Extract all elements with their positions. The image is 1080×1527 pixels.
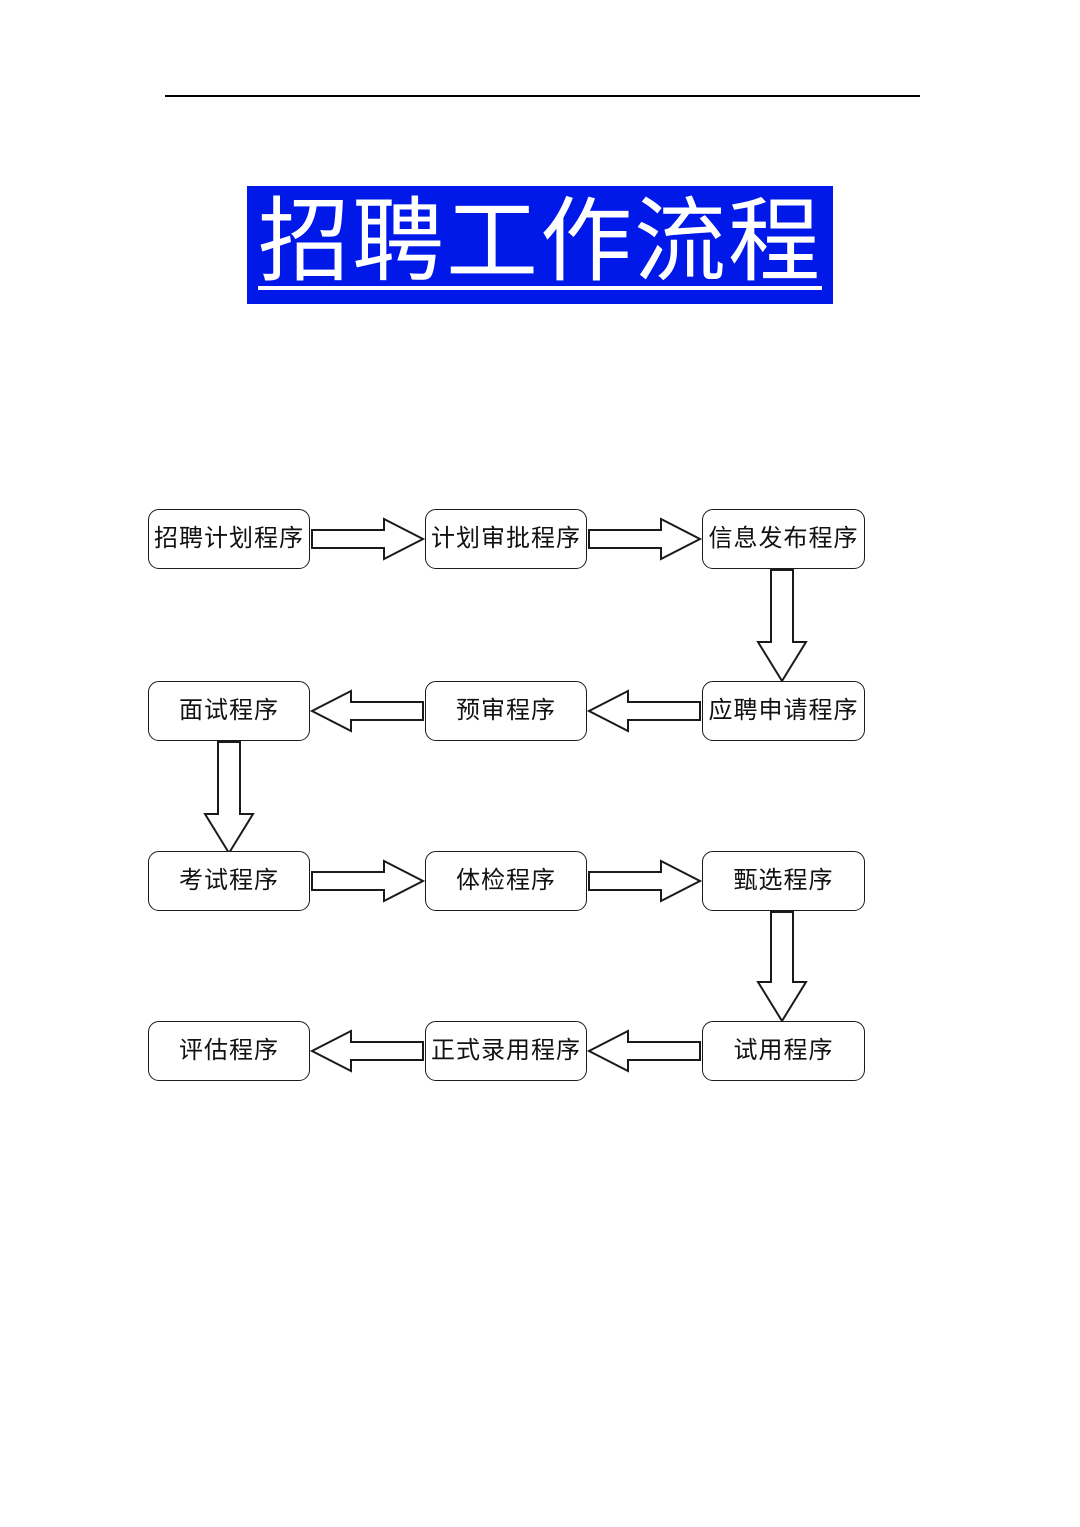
flow-node-selection[interactable]: 甄选程序	[702, 851, 865, 911]
arrow-down-interview-to-exam	[203, 741, 255, 855]
arrow-right-medical-to-selection	[588, 859, 703, 903]
page-title-text: 招聘工作流程	[246, 186, 833, 304]
arrow-left-hiring-to-evaluation	[309, 1029, 424, 1073]
flow-node-formal-hiring[interactable]: 正式录用程序	[425, 1021, 587, 1081]
flow-node-interview[interactable]: 面试程序	[148, 681, 310, 741]
flow-node-medical-check[interactable]: 体检程序	[425, 851, 587, 911]
flow-node-plan-approval[interactable]: 计划审批程序	[425, 509, 587, 569]
arrow-right-approval-to-publish	[588, 517, 703, 561]
arrow-left-application-to-prescreen	[586, 689, 701, 733]
flow-node-prescreen[interactable]: 预审程序	[425, 681, 587, 741]
flow-node-info-publish[interactable]: 信息发布程序	[702, 509, 865, 569]
arrow-down-selection-to-probation	[756, 911, 808, 1023]
page-title: 招聘工作流程	[0, 186, 1080, 304]
header-rule	[165, 95, 920, 97]
title-underline	[257, 286, 822, 290]
arrow-down-publish-to-application	[756, 569, 808, 683]
flow-node-exam[interactable]: 考试程序	[148, 851, 310, 911]
arrow-right-exam-to-medical	[311, 859, 426, 903]
flow-node-recruitment-plan[interactable]: 招聘计划程序	[148, 509, 310, 569]
arrow-left-prescreen-to-interview	[309, 689, 424, 733]
flow-node-evaluation[interactable]: 评估程序	[148, 1021, 310, 1081]
flow-node-job-application[interactable]: 应聘申请程序	[702, 681, 865, 741]
flow-node-probation[interactable]: 试用程序	[702, 1021, 865, 1081]
arrow-right-plan-to-approval	[311, 517, 426, 561]
arrow-left-probation-to-hiring	[586, 1029, 701, 1073]
